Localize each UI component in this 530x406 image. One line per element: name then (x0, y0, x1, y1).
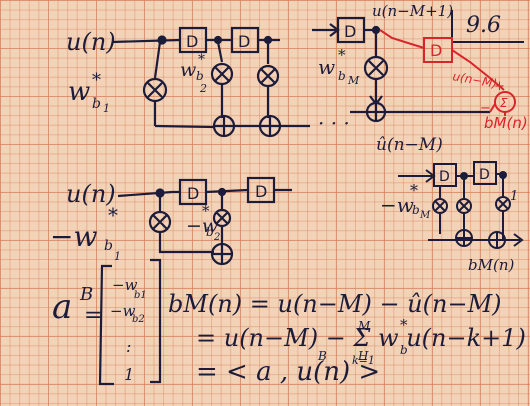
svg-text:H: H (357, 349, 369, 363)
top-w1: w (68, 77, 90, 107)
svg-text:=: = (84, 303, 102, 328)
svg-text:*: * (92, 70, 101, 91)
equation-line-1: bM(n) = u(n−M) − û(n−M) (168, 290, 502, 318)
svg-text:*: * (400, 316, 408, 334)
top-input-label: u(n) (66, 28, 116, 56)
svg-text:b: b (104, 238, 113, 254)
svg-text:D: D (344, 22, 356, 41)
top-wM: w (318, 55, 335, 79)
svg-text:2: 2 (199, 82, 207, 95)
red-output-label: bM(n) (484, 114, 528, 132)
svg-text:1: 1 (103, 102, 110, 115)
svg-text:+: + (494, 79, 505, 94)
svg-text:b: b (92, 96, 101, 112)
svg-text:*: * (108, 203, 118, 227)
red-error-branch: D u(n−M) + − Σ bM(n) (380, 30, 528, 132)
top-dots: · · · (318, 111, 350, 135)
top-w2: w (180, 59, 196, 81)
svg-text:2: 2 (213, 232, 220, 243)
top-lattice-diagram: u(n) · · · (66, 2, 490, 155)
svg-text:D: D (439, 169, 450, 185)
mid-neg-w1: −w (50, 220, 97, 253)
svg-text:B: B (317, 349, 327, 363)
svg-text:b: b (206, 225, 214, 239)
svg-text:D: D (186, 32, 198, 51)
svg-text:1: 1 (114, 250, 121, 263)
equations-block: a B = −w b1 −w b2 : 1 bM(n) = u(n−M) − û… (52, 260, 526, 387)
svg-text:B: B (79, 284, 93, 305)
right-neg-wM: −w (380, 193, 414, 217)
svg-text:b1: b1 (134, 290, 147, 301)
svg-text:*: * (202, 202, 210, 220)
svg-text:D: D (187, 184, 199, 203)
svg-text:M: M (357, 319, 371, 333)
svg-text:*: * (338, 46, 346, 64)
svg-text:b: b (412, 203, 420, 217)
top-tap-output: u(n−M+1) (372, 2, 453, 20)
svg-text:b: b (400, 343, 408, 357)
svg-text:*: * (410, 181, 418, 200)
red-delay-label: u(n−M) (451, 69, 498, 91)
svg-text::: : (126, 337, 131, 356)
right-output-label: bM(n) (468, 256, 514, 274)
page-number: 9.6 (452, 10, 524, 42)
right-filter-diagram: D D −w * b M 1 bM(n) (380, 162, 522, 274)
svg-text:D: D (430, 41, 442, 60)
top-estimate-output: û(n−M) (376, 135, 443, 155)
svg-text:*: * (198, 52, 205, 68)
mid-filter-diagram: u(n) D D −w * b 1 −w * b 2 (50, 178, 292, 264)
svg-text:D: D (479, 167, 490, 183)
svg-text:b: b (196, 69, 204, 83)
vector-entry-last: 1 (124, 365, 134, 384)
svg-text:Σ: Σ (500, 96, 508, 110)
page-label: 9.6 (466, 13, 501, 38)
svg-text:b2: b2 (132, 314, 145, 325)
svg-text:1: 1 (510, 189, 518, 204)
equation-line-3: = < a , u(n) > (196, 357, 380, 387)
vector-name: a (52, 287, 72, 327)
svg-text:D: D (255, 182, 267, 201)
svg-text:D: D (238, 32, 250, 51)
svg-text:b: b (338, 69, 346, 83)
svg-text:M: M (419, 210, 431, 221)
svg-text:M: M (347, 74, 360, 87)
